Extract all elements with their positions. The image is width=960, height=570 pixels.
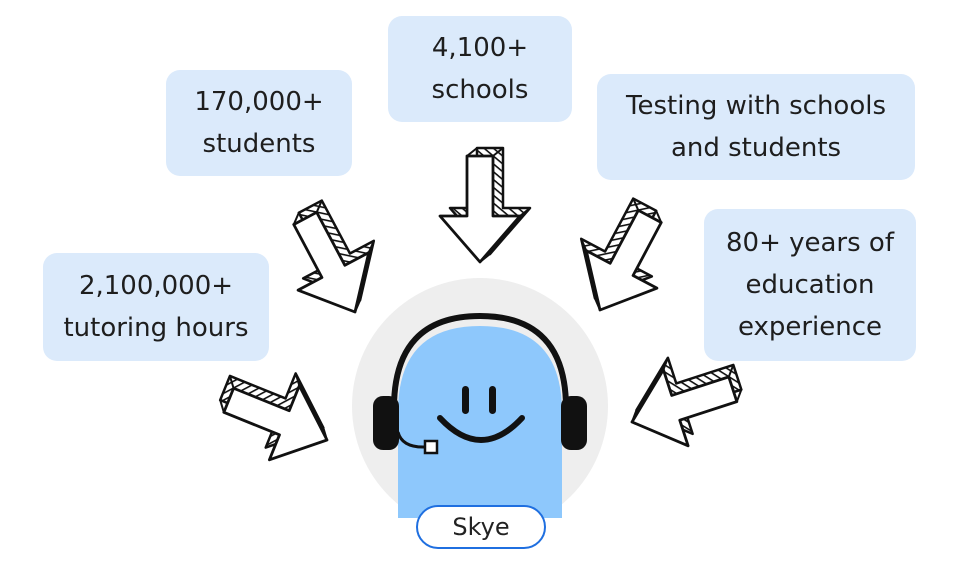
stat-box-students: 170,000+ students	[166, 70, 352, 176]
stat-line-2: and students	[670, 133, 842, 163]
headset-right-cup	[561, 396, 587, 450]
stat-line-3: experience	[737, 312, 883, 342]
mascot-smile	[437, 415, 525, 443]
stat-box-experience: 80+ years of education experience	[704, 209, 916, 361]
mascot-name-label: Skye	[416, 505, 546, 549]
microphone-boom	[396, 431, 427, 449]
microphone-icon	[423, 439, 439, 455]
stat-line-1: Testing with schools	[626, 91, 886, 121]
stat-label: schools	[431, 75, 529, 105]
stat-label: tutoring hours	[63, 313, 249, 343]
stat-value: 170,000+	[194, 87, 324, 117]
stat-label: students	[202, 129, 316, 159]
mascot-body	[398, 326, 562, 518]
stat-value: 2,100,000+	[78, 271, 234, 301]
stat-line-1: 80+ years of	[725, 228, 894, 258]
stat-box-tutoring-hours: 2,100,000+ tutoring hours	[43, 253, 269, 361]
stat-box-schools: 4,100+ schools	[388, 16, 572, 122]
mascot-eye-left	[462, 386, 469, 414]
mascot-eye-right	[489, 386, 496, 414]
stat-line-2: education	[745, 270, 875, 300]
headset-band	[391, 312, 569, 409]
stat-box-testing: Testing with schools and students	[597, 74, 915, 180]
headset-left-cup	[373, 396, 399, 450]
mascot-name: Skye	[452, 513, 510, 541]
stat-value: 4,100+	[431, 33, 529, 63]
